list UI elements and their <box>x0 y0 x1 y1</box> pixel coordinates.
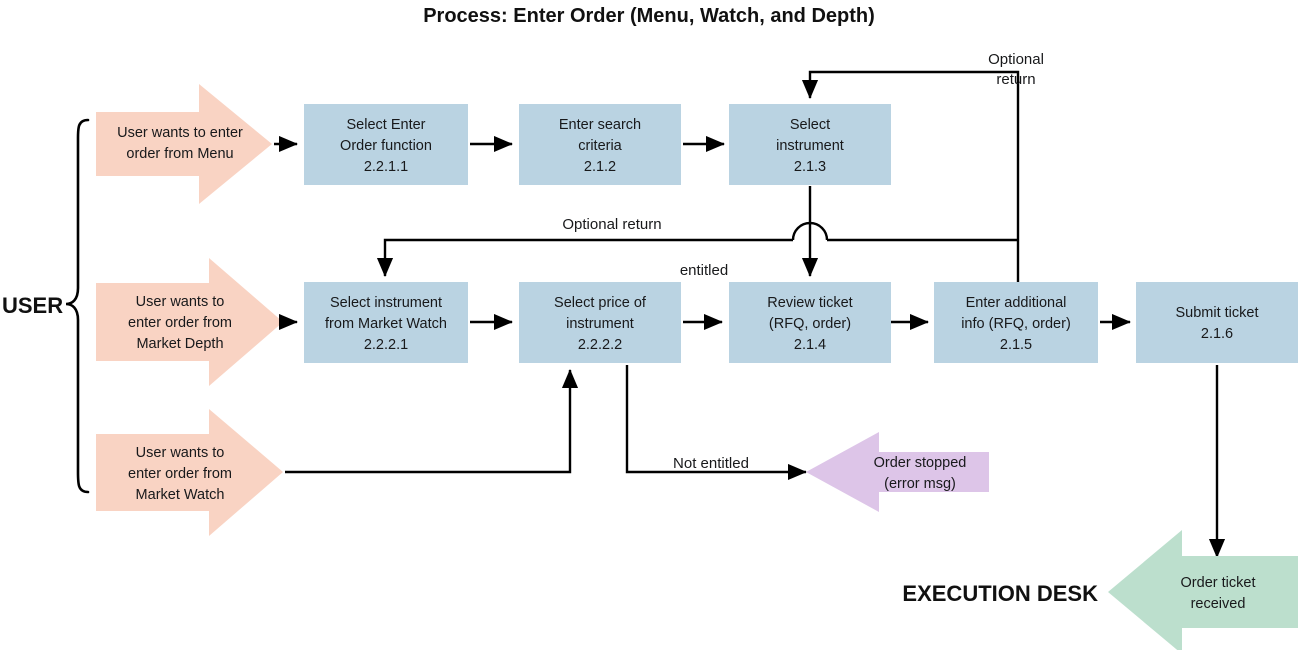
box-label-line3-1: 2.1.2 <box>584 159 616 175</box>
box-label-line2-7: 2.1.6 <box>1201 326 1233 342</box>
start-arrow-market-depth-line3: Market Depth <box>136 336 223 352</box>
process-box-submit-ticket[interactable] <box>1136 282 1298 363</box>
start-arrow-market-watch-line1: User wants to <box>136 445 225 461</box>
connector-market-watch-to-price <box>285 369 579 474</box>
lane-label-execution-desk: EXECUTION DESK <box>902 581 1098 606</box>
start-arrow-menu-line2: order from Menu <box>126 146 233 162</box>
edge-label-optional-return-top-line2: return <box>996 71 1035 88</box>
user-lane-brace <box>65 118 90 494</box>
page-title: Process: Enter Order (Menu, Watch, and D… <box>423 5 875 27</box>
process-box-select-instrument-from-market-watch[interactable] <box>304 282 468 363</box>
process-box-select-price-of-instrument[interactable] <box>519 282 681 363</box>
end-arrow-order-stopped-line1: Order stopped <box>874 455 967 471</box>
box-label-line1-5: Review ticket <box>767 295 852 311</box>
box-label-line1-3: Select instrument <box>330 295 442 311</box>
end-arrow-order-ticket-received-line1: Order ticket <box>1181 575 1256 591</box>
box-label-line2-5: (RFQ, order) <box>769 316 851 332</box>
process-box-review-ticket[interactable] <box>729 282 891 363</box>
start-arrow-market-depth-line1: User wants to <box>136 294 225 310</box>
end-arrow-order-ticket-received-line2: received <box>1191 596 1246 612</box>
box-label-line2-6: info (RFQ, order) <box>961 316 1071 332</box>
connector-optional-return-top <box>801 70 1020 282</box>
box-label-line3-5: 2.1.4 <box>794 337 826 353</box>
start-arrow-menu-line1: User wants to enter <box>117 125 243 141</box>
box-label-line1-6: Enter additional <box>966 295 1067 311</box>
start-arrow-market-depth <box>96 258 283 386</box>
box-label-line1-4: Select price of <box>554 295 647 311</box>
box-label-line3-2: 2.1.3 <box>794 159 826 175</box>
process-box-select-enter-order-function[interactable] <box>304 104 468 185</box>
start-arrow-market-depth-line2: enter order from <box>128 315 232 331</box>
end-arrow-order-stopped-line2: (error msg) <box>884 476 956 492</box>
box-label-line1-2: Select <box>790 117 830 133</box>
end-arrow-order-stopped <box>806 432 989 512</box>
process-box-enter-search-criteria[interactable] <box>519 104 681 185</box>
box-label-line3-0: 2.2.1.1 <box>364 159 408 175</box>
start-arrow-market-watch <box>96 409 283 536</box>
box-label-line1-0: Select Enter <box>347 117 426 133</box>
edge-label-not-entitled: Not entitled <box>673 455 749 472</box>
box-label-line1-7: Submit ticket <box>1176 305 1259 321</box>
end-arrow-order-ticket-received <box>1108 530 1298 650</box>
connector-optional-return-middle-left <box>376 238 793 277</box>
box-label-line2-3: from Market Watch <box>325 316 447 332</box>
connector-not-entitled-to-order-stopped <box>625 365 807 481</box>
process-box-enter-additional-info[interactable] <box>934 282 1098 363</box>
box-label-line2-2: instrument <box>776 138 844 154</box>
start-arrow-menu <box>96 84 272 204</box>
edge-label-optional-return-middle: Optional return <box>562 216 661 233</box>
edge-label-entitled: entitled <box>680 262 728 279</box>
box-label-line3-6: 2.1.5 <box>1000 337 1032 353</box>
start-arrow-market-watch-line2: enter order from <box>128 466 232 482</box>
lane-label-user: USER <box>2 293 63 318</box>
box-label-line3-3: 2.2.2.1 <box>364 337 408 353</box>
box-label-line2-4: instrument <box>566 316 634 332</box>
start-arrow-market-watch-line3: Market Watch <box>136 487 225 503</box>
edge-label-optional-return-top-line1: Optional <box>988 51 1044 68</box>
process-box-select-instrument[interactable] <box>729 104 891 185</box>
box-label-line1-1: Enter search <box>559 117 641 133</box>
box-label-line2-0: Order function <box>340 138 432 154</box>
box-label-line3-4: 2.2.2.2 <box>578 337 622 353</box>
box-label-line2-1: criteria <box>578 138 622 154</box>
